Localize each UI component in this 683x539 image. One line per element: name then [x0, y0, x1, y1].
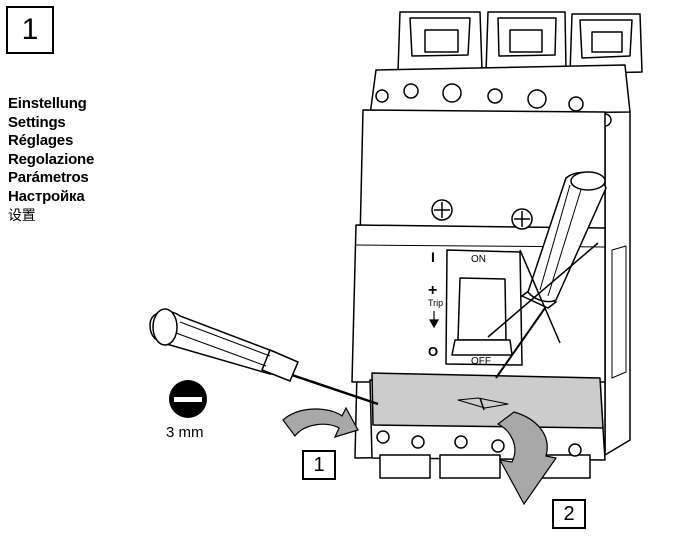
title-spanish: Parámetros — [8, 169, 89, 187]
step-number: 1 — [21, 13, 39, 46]
title-italian: Regolazione — [8, 150, 95, 168]
on-position-mark: I — [431, 249, 435, 265]
step2-box: 2 — [552, 499, 586, 529]
title-german: Einstellung — [8, 95, 87, 112]
title-english: Settings — [8, 113, 66, 131]
trip-plus-mark: + — [428, 282, 437, 299]
cross-out-mark — [487, 242, 599, 344]
top-terminals — [397, 11, 643, 75]
step-number-box: 1 — [6, 6, 54, 54]
adjustment-screw-right — [511, 208, 533, 230]
settings-title-list: Einstellung Settings Réglages Regolazion… — [8, 95, 94, 225]
trip-label: Trip — [428, 298, 443, 308]
title-french: Réglages — [8, 132, 74, 150]
upper-connection-block — [369, 64, 631, 116]
title-chinese: 设置 — [8, 207, 36, 224]
step1-box: 1 — [302, 450, 336, 480]
adjustment-screw-left — [431, 199, 453, 221]
on-position-label: ON — [471, 254, 486, 265]
rotate-arrow-step1 — [282, 406, 359, 438]
title-russian: Настройка — [8, 187, 85, 205]
screwdriver-size-label: 3 mm — [166, 424, 204, 441]
step1-number: 1 — [313, 453, 325, 476]
trip-arrow-icon — [428, 311, 440, 329]
screwdriver — [149, 308, 379, 406]
flat-slot-screwdriver-icon — [169, 380, 207, 418]
step2-number: 2 — [563, 502, 575, 525]
pull-arrow-step2 — [496, 411, 558, 506]
off-position-label: OFF — [471, 356, 491, 367]
switch-toggle — [457, 277, 507, 341]
crossed-out-screwdriver — [495, 171, 607, 379]
off-position-mark: O — [428, 344, 438, 359]
